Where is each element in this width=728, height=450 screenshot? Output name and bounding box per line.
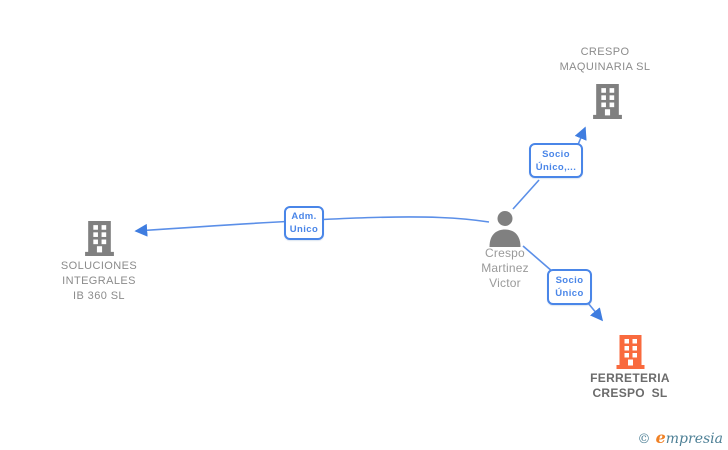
copyright-symbol: © bbox=[637, 432, 651, 447]
node-label-ferreteria[interactable]: FERRETERIA CRESPO SL bbox=[590, 371, 670, 400]
edge-person-to-maquinaria-lower bbox=[512, 179, 540, 210]
building-icon-soluciones[interactable] bbox=[84, 221, 115, 256]
node-label-crespo-maquinaria[interactable]: CRESPO MAQUINARIA SL bbox=[559, 46, 651, 73]
edge-person-to-ferreteria-lower bbox=[587, 302, 604, 322]
person-icon-crespo-martinez[interactable] bbox=[486, 210, 524, 248]
node-label-soluciones[interactable]: SOLUCIONES INTEGRALES IB 360 SL bbox=[60, 260, 138, 302]
empresia-logo[interactable]: © empresia bbox=[637, 428, 723, 447]
edge-person-to-ferreteria-upper bbox=[522, 245, 554, 273]
edge-label-socio-unico-truncated[interactable]: Socio Único,... bbox=[529, 143, 583, 178]
building-icon-ferreteria[interactable] bbox=[614, 335, 647, 369]
brand-initial: e bbox=[655, 428, 666, 447]
brand-name: mpresia bbox=[665, 431, 723, 447]
edge-label-socio-unico[interactable]: Socio Único bbox=[547, 269, 592, 305]
edge-label-adm-unico[interactable]: Adm. Unico bbox=[284, 206, 324, 240]
node-label-crespo-martinez[interactable]: Crespo Martinez Victor bbox=[481, 246, 529, 290]
building-icon-crespo-maquinaria[interactable] bbox=[592, 84, 623, 119]
edge-person-to-soluciones bbox=[134, 216, 490, 237]
